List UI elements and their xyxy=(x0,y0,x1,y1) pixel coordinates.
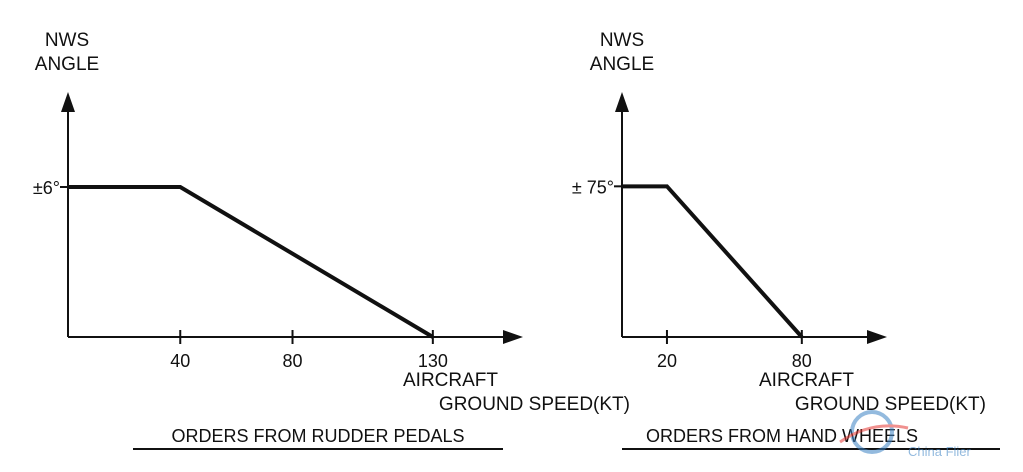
x-axis-arrow xyxy=(503,330,523,344)
x-tick-label: 20 xyxy=(657,351,677,371)
x-axis-label: AIRCRAFT xyxy=(403,370,498,391)
y-axis-label: ANGLE xyxy=(35,54,99,75)
y-axis-label: NWS xyxy=(600,30,644,51)
chart-caption: ORDERS FROM RUDDER PEDALS xyxy=(171,426,464,446)
x-tick-label: 40 xyxy=(170,351,190,371)
x-axis-label: AIRCRAFT xyxy=(759,370,854,391)
y-axis-arrow xyxy=(615,92,629,112)
y-axis-arrow xyxy=(61,92,75,112)
x-tick-label: 130 xyxy=(418,351,448,371)
watermark-swoosh-icon xyxy=(839,424,909,444)
series-line xyxy=(68,185,434,339)
x-tick-label: 80 xyxy=(792,351,812,371)
watermark-logo-icon xyxy=(850,410,894,454)
x-axis-arrow xyxy=(867,330,887,344)
watermark-text: China Flier xyxy=(908,444,972,459)
series-line xyxy=(622,184,804,339)
x-axis-label: GROUND SPEED(KT) xyxy=(795,394,986,415)
y-axis-label: NWS xyxy=(45,30,89,51)
x-tick-label: 80 xyxy=(283,351,303,371)
y-tick-label: ±6° xyxy=(33,178,60,198)
y-tick-label: ± 75° xyxy=(572,177,614,197)
watermark: China Flier xyxy=(839,410,972,459)
chart-caption: ORDERS FROM HAND WHEELS xyxy=(646,426,918,446)
y-axis-label: ANGLE xyxy=(590,54,654,75)
x-axis-label: GROUND SPEED(KT) xyxy=(439,394,630,415)
